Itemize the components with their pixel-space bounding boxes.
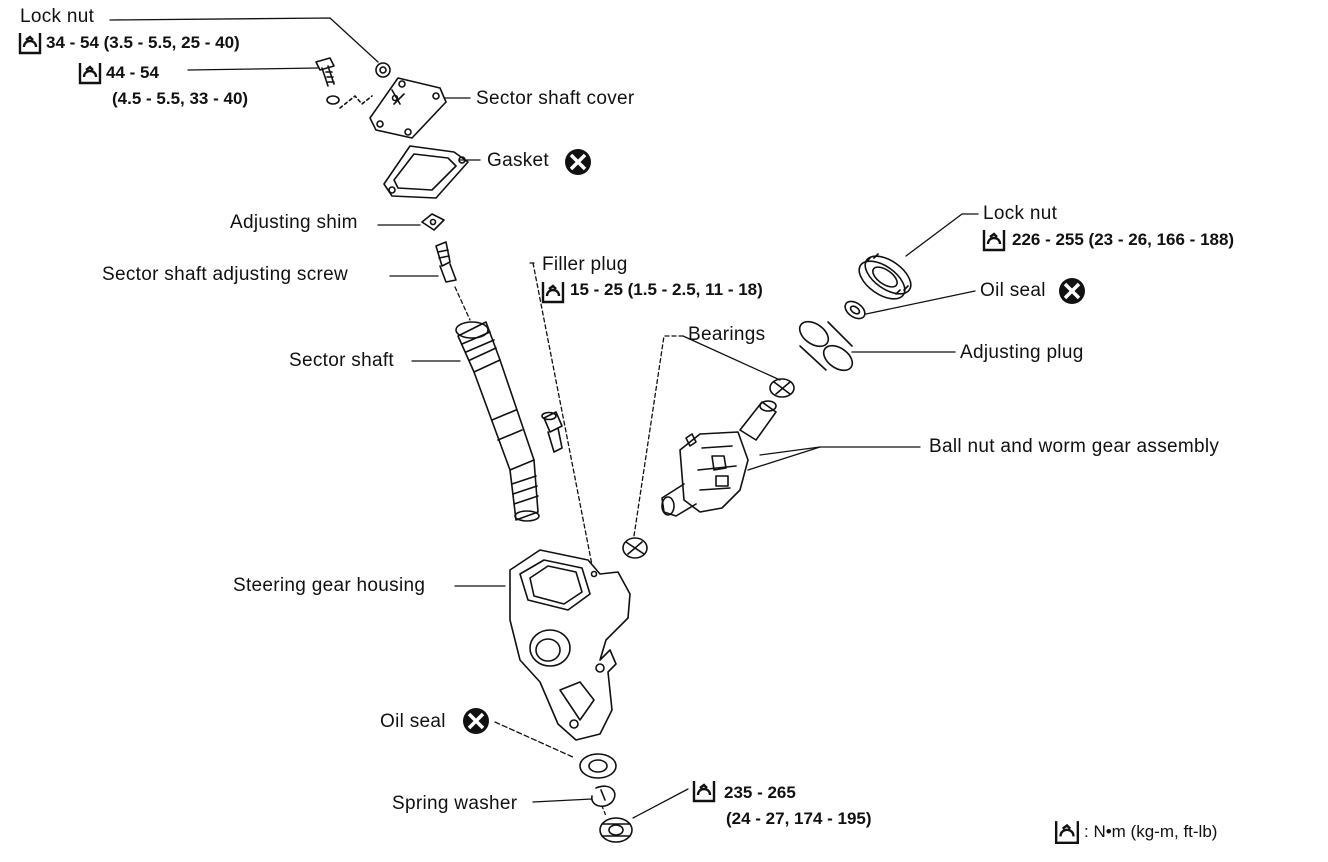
lock-nut-right-part (858, 253, 912, 300)
label-lock-nut-right: Lock nut (983, 203, 1058, 224)
label-ball-nut-worm-gear: Ball nut and worm gear assembly (929, 436, 1220, 457)
torque-units-legend: : N•m (kg-m, ft-lb) (1084, 822, 1218, 841)
torque-wrench-icon (982, 228, 1006, 257)
sector-shaft-cover-part (369, 77, 447, 139)
label-bearings: Bearings (688, 324, 766, 345)
adjusting-screw-part (435, 241, 457, 283)
lock-nut-top-part (375, 62, 391, 78)
steering-gear-housing-part (509, 549, 631, 741)
bearing-upper-part (769, 378, 795, 398)
label-lock-nut-top: Lock nut (20, 6, 95, 27)
label-gasket: Gasket (487, 150, 549, 171)
always-replace-icon (564, 148, 592, 181)
torque-cover-bolt-2: (4.5 - 5.5, 33 - 40) (112, 89, 249, 108)
label-filler-plug: Filler plug (542, 254, 628, 275)
label-steering-gear-housing: Steering gear housing (233, 575, 426, 596)
always-replace-icon (462, 707, 490, 740)
torque-pitman-nut-2: (24 - 27, 174 - 195) (726, 809, 872, 828)
label-sector-shaft-cover: Sector shaft cover (476, 88, 635, 109)
torque-filler-plug: 15 - 25 (1.5 - 2.5, 11 - 18) (570, 280, 763, 299)
leader-lines (109, 17, 979, 819)
cover-bolt-part (315, 57, 373, 109)
label-adjusting-plug: Adjusting plug (960, 342, 1084, 363)
bearing-lower-part (622, 537, 648, 559)
torque-cover-bolt-1: 44 - 54 (106, 63, 159, 82)
torque-lock-nut-top: 34 - 54 (3.5 - 5.5, 25 - 40) (46, 33, 240, 52)
torque-wrench-icon (692, 779, 716, 808)
label-sector-shaft-adjusting-screw: Sector shaft adjusting screw (102, 264, 349, 285)
gasket-part (383, 145, 469, 199)
ball-nut-worm-gear-part (661, 400, 777, 517)
torque-wrench-icon (78, 61, 102, 90)
label-sector-shaft: Sector shaft (289, 350, 394, 371)
adjusting-shim-part (421, 213, 445, 231)
always-replace-icon (1058, 277, 1086, 310)
label-adjusting-shim: Adjusting shim (230, 212, 358, 233)
oil-seal-bottom-part (579, 753, 617, 779)
filler-plug-part (541, 411, 563, 453)
torque-wrench-icon (1054, 819, 1080, 850)
adjusting-plug-part (798, 320, 854, 372)
sector-shaft-part (455, 321, 540, 522)
torque-wrench-icon (541, 280, 565, 309)
label-oil-seal-right: Oil seal (980, 280, 1046, 301)
oil-seal-right-part (844, 300, 866, 320)
torque-wrench-icon (18, 31, 42, 60)
label-oil-seal-bottom: Oil seal (380, 711, 446, 732)
torque-lock-nut-right: 226 - 255 (23 - 26, 166 - 188) (1012, 230, 1235, 249)
spring-washer-part (591, 785, 616, 808)
label-spring-washer: Spring washer (392, 793, 518, 814)
pitman-nut-part (599, 817, 633, 843)
torque-pitman-nut-1: 235 - 265 (724, 783, 796, 802)
